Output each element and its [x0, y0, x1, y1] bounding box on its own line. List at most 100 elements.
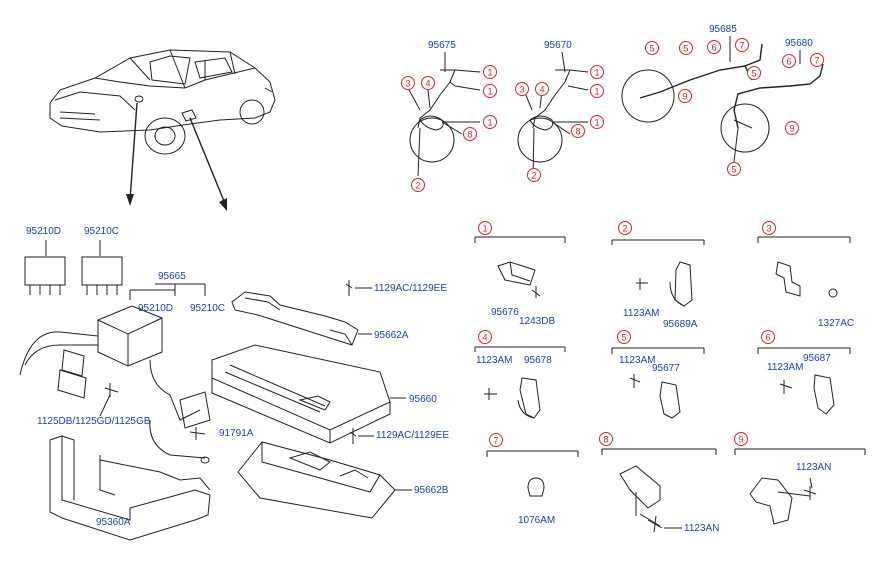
- part-label-module-relay-c: 95210C: [190, 303, 225, 314]
- callout-circle: [761, 330, 775, 344]
- abs-module-harness: 95665 95210D 95210C 1125DB/1125GD/1125GB…: [19, 271, 254, 464]
- detail-7-part-1: 1076AM: [518, 515, 555, 526]
- callout-number: 5: [751, 69, 756, 79]
- detail-6-part-2: 95687: [803, 353, 831, 364]
- callout-circle: [401, 76, 415, 90]
- callout-number: 6: [786, 57, 791, 67]
- callout-number: 5: [621, 333, 626, 343]
- callout-number: 4: [425, 79, 430, 89]
- detail-1-part-1: 95676: [491, 307, 519, 318]
- detail-3-part-1: 1327AC: [818, 318, 854, 329]
- callout-circle: [483, 115, 497, 129]
- detail-box-6: 1123AM 95687: [757, 347, 851, 415]
- callout-number: 5: [683, 44, 688, 54]
- part-label-bolt-top: 1129AC/1129EE: [374, 283, 447, 294]
- part-label-control-unit: 95660: [409, 394, 437, 405]
- callout-number: 2: [622, 224, 627, 234]
- callout-number: 1: [594, 68, 599, 78]
- callout-circle: [515, 82, 529, 96]
- callout-circle: [785, 121, 799, 135]
- callout-number: 1: [487, 87, 492, 97]
- callout-circle: [782, 54, 796, 68]
- sensor-group-b: 95670: [517, 40, 589, 177]
- detail-2-part-1: 1123AM: [623, 308, 660, 319]
- car-illustration: [49, 49, 276, 211]
- callout-circle: [478, 221, 492, 235]
- part-label-95675: 95675: [428, 40, 456, 51]
- callout-circle: [590, 65, 604, 79]
- detail-box-1: 95676 1243DB: [474, 236, 566, 327]
- callout-number: 6: [711, 43, 716, 53]
- callout-number: 8: [467, 130, 472, 140]
- callout-number: 9: [682, 92, 687, 102]
- detail-box-3: 1327AC: [757, 236, 854, 329]
- callout-circle: [489, 433, 503, 447]
- callout-circle: [463, 127, 477, 141]
- callout-circle: [590, 84, 604, 98]
- callout-circle: [617, 330, 631, 344]
- part-label-bracket: 95360A: [96, 517, 131, 528]
- callout-number: 3: [766, 224, 771, 234]
- detail-4-part-2: 95678: [524, 355, 552, 366]
- callout-number: 1: [482, 224, 487, 234]
- part-label-ground: 91791A: [219, 428, 254, 439]
- callout-circle: [762, 221, 776, 235]
- bottom-bracket-assy: 1129AC/1129EE 95662B: [237, 428, 449, 519]
- callout-number: 1: [487, 68, 492, 78]
- callout-circle: [571, 124, 585, 138]
- part-label-module: 95665: [158, 271, 186, 282]
- callout-number: 1: [594, 118, 599, 128]
- callout-number: 1: [594, 87, 599, 97]
- detail-box-5: 1123AM 95677: [611, 347, 705, 419]
- callout-number: 7: [493, 436, 498, 446]
- detail-8-part-1: 1123AN: [684, 523, 719, 534]
- detail-1-part-2: 1243DB: [519, 316, 555, 327]
- callout-circle: [527, 168, 541, 182]
- part-label-95685: 95685: [709, 24, 737, 35]
- callout-number: 3: [405, 79, 410, 89]
- part-label-95680: 95680: [785, 38, 813, 49]
- detail-box-7: 1076AM: [486, 450, 579, 526]
- detail-6-part-1: 1123AM: [767, 362, 804, 373]
- part-label-relay-d: 95210D: [26, 226, 61, 237]
- detail-box-8: 1123AN: [601, 448, 719, 534]
- callout-number: 6: [765, 333, 770, 343]
- callout-number: 2: [531, 171, 536, 181]
- sensor-group-a: 95675: [407, 40, 481, 177]
- callout-circle: [483, 84, 497, 98]
- callout-number: 8: [603, 435, 608, 445]
- callout-circle: [645, 41, 659, 55]
- callout-circle: [421, 76, 435, 90]
- abs-control-unit: 95660: [211, 344, 437, 444]
- callout-number: 8: [575, 127, 580, 137]
- callout-circle: [810, 53, 824, 67]
- part-label-bracket-top: 95662A: [374, 330, 409, 341]
- callout-circle: [735, 38, 749, 52]
- callout-number: 4: [539, 85, 544, 95]
- callout-circle: [747, 66, 761, 80]
- callout-number: 9: [738, 435, 743, 445]
- callout-number: 5: [731, 165, 736, 175]
- detail-box-4: 1123AM 95678: [474, 346, 566, 419]
- callout-circle: [727, 162, 741, 176]
- part-label-bracket-bottom: 95662B: [414, 485, 449, 496]
- callout-circle: [707, 40, 721, 54]
- callout-circle: [599, 432, 613, 446]
- part-label-module-relay-d: 95210D: [138, 303, 173, 314]
- part-label-95670: 95670: [544, 40, 572, 51]
- callout-number: 1: [487, 118, 492, 128]
- mounting-bracket: 95360A: [49, 435, 211, 541]
- callout-circle: [411, 178, 425, 192]
- callout-circle: [478, 330, 492, 344]
- relay-left: 95210D: [24, 226, 66, 295]
- callout-circle: [535, 82, 549, 96]
- callout-number: 3: [519, 85, 524, 95]
- callout-number: 2: [415, 181, 420, 191]
- callout-circle: [590, 115, 604, 129]
- callout-number: 7: [814, 56, 819, 66]
- detail-box-2: 1123AM 95689A: [611, 239, 705, 330]
- detail-5-part-2: 95677: [652, 363, 680, 374]
- callout-circle: [679, 41, 693, 55]
- callout-circle: [734, 432, 748, 446]
